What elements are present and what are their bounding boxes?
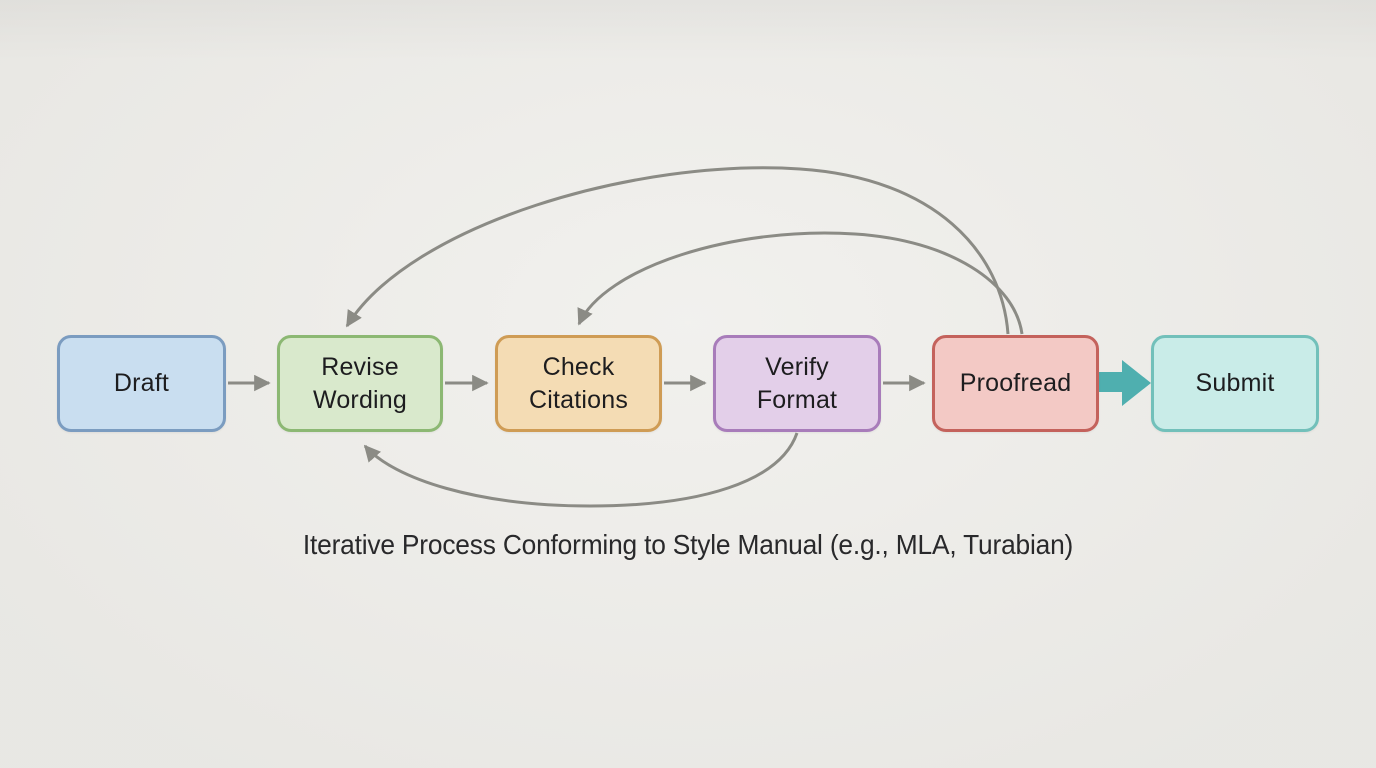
node-draft-label: Draft bbox=[113, 369, 170, 397]
node-check-citations-label: Check Citations bbox=[528, 352, 629, 414]
node-verify-format: Verify Format bbox=[713, 335, 881, 432]
edge-verify-format-to-revise-wording-feedback bbox=[363, 432, 799, 508]
node-submit: Submit bbox=[1151, 335, 1319, 432]
node-submit-label: Submit bbox=[1195, 369, 1275, 397]
edge-proofread-to-check-citations-feedback bbox=[577, 231, 1024, 335]
edge-proofread-to-revise-wording-feedback bbox=[345, 166, 1010, 335]
node-revise-wording: Revise Wording bbox=[277, 335, 443, 432]
node-verify-format-label: Verify Format bbox=[756, 352, 838, 414]
node-proofread-label: Proofread bbox=[959, 369, 1072, 397]
node-draft: Draft bbox=[57, 335, 226, 432]
node-proofread: Proofread bbox=[932, 335, 1099, 432]
diagram-caption: Iterative Process Conforming to Style Ma… bbox=[302, 529, 1074, 560]
edge-proofread-to-submit-block-arrow bbox=[1099, 360, 1151, 406]
node-check-citations: Check Citations bbox=[495, 335, 662, 432]
node-revise-wording-label: Revise Wording bbox=[312, 352, 408, 414]
